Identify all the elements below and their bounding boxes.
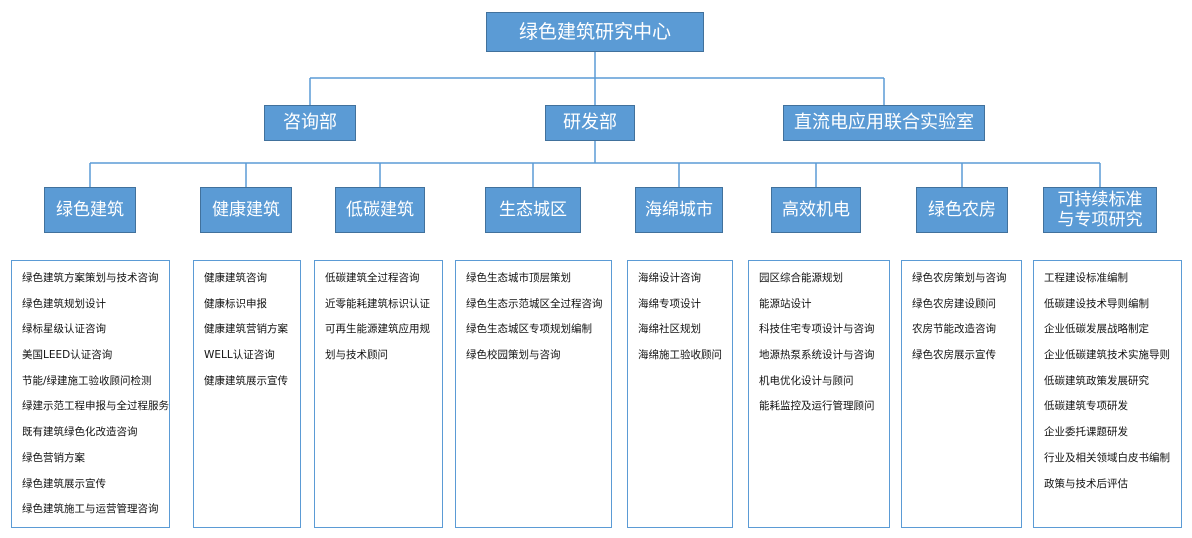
list-item: 绿色生态示范城区全过程咨询 — [466, 297, 603, 310]
list-item: 科技住宅专项设计与咨询 — [759, 323, 875, 336]
area-efficient-mep: 高效机电 — [771, 187, 861, 233]
list-item: 能耗监控及运行管理顾问 — [759, 400, 875, 413]
list-item: 绿色建筑方案策划与技术咨询 — [22, 272, 159, 284]
list-box-sponge-city: 海绵设计咨询 海绵专项设计 海绵社区规划 海绵施工验收顾问 — [627, 260, 733, 528]
area-sponge-city: 海绵城市 — [635, 187, 723, 233]
service-list: 绿色农房策划与咨询 绿色农房建设顾问 农房节能改造咨询 绿色农房展示宣传 — [902, 266, 1021, 369]
list-item: 园区综合能源规划 — [759, 272, 843, 284]
service-list: 园区综合能源规划 能源站设计 科技住宅专项设计与咨询 地源热泵系统设计与咨询 机… — [749, 266, 889, 420]
service-list: 低碳建筑全过程咨询 近零能耗建筑标识认证 可再生能源建筑应用规 划与技术顾问 — [315, 266, 442, 369]
dept-rnd: 研发部 — [545, 105, 635, 141]
list-item: 低碳建筑专项研发 — [1044, 400, 1128, 413]
list-item: 低碳建筑全过程咨询 — [325, 272, 420, 284]
list-item: 绿色农房策划与咨询 — [912, 272, 1007, 284]
area-healthy-building: 健康建筑 — [200, 187, 292, 233]
list-item: 既有建筑绿色化改造咨询 — [22, 426, 138, 439]
list-item: 绿色生态城区专项规划编制 — [466, 323, 592, 336]
list-item: 划与技术顾问 — [325, 349, 388, 362]
dept-dc-lab: 直流电应用联合实验室 — [783, 105, 985, 141]
list-item: 近零能耗建筑标识认证 — [325, 297, 430, 310]
list-item: 低碳建设技术导则编制 — [1044, 297, 1149, 310]
list-item: 健康建筑展示宣传 — [204, 374, 288, 387]
list-item: 健康标识申报 — [204, 297, 267, 310]
list-item: 企业委托课题研发 — [1044, 426, 1128, 439]
list-item: 绿色农房展示宣传 — [912, 349, 996, 362]
list-item: 绿色营销方案 — [22, 451, 85, 464]
list-item: 绿标星级认证咨询 — [22, 323, 106, 336]
list-item: 海绵社区规划 — [638, 323, 701, 336]
service-list: 绿色建筑方案策划与技术咨询 绿色建筑规划设计 绿标星级认证咨询 美国LEED认证… — [12, 266, 169, 523]
area-green-building: 绿色建筑 — [44, 187, 136, 233]
list-box-healthy-building: 健康建筑咨询 健康标识申报 健康建筑营销方案 WELL认证咨询 健康建筑展示宣传 — [193, 260, 301, 528]
list-item: 绿建示范工程申报与全过程服务 — [22, 400, 169, 413]
list-box-low-carbon-building: 低碳建筑全过程咨询 近零能耗建筑标识认证 可再生能源建筑应用规 划与技术顾问 — [314, 260, 443, 528]
list-item: 能源站设计 — [759, 297, 812, 310]
list-item: 企业低碳建筑技术实施导则 — [1044, 349, 1170, 362]
list-item: 海绵施工验收顾问 — [638, 349, 722, 362]
list-item: 行业及相关领域白皮书编制 — [1044, 451, 1170, 464]
list-item: 绿色农房建设顾问 — [912, 297, 996, 310]
list-item: 绿色生态城市顶层策划 — [466, 272, 571, 284]
org-root: 绿色建筑研究中心 — [486, 12, 704, 52]
list-item: 可再生能源建筑应用规 — [325, 323, 430, 336]
list-box-efficient-mep: 园区综合能源规划 能源站设计 科技住宅专项设计与咨询 地源热泵系统设计与咨询 机… — [748, 260, 890, 528]
list-item: 绿色建筑规划设计 — [22, 297, 106, 310]
area-green-rural-housing: 绿色农房 — [916, 187, 1008, 233]
dept-consulting: 咨询部 — [264, 105, 356, 141]
area-eco-district: 生态城区 — [485, 187, 581, 233]
list-item: 海绵专项设计 — [638, 297, 701, 310]
list-item: 绿色建筑施工与运营管理咨询 — [22, 503, 159, 516]
list-item: 机电优化设计与顾问 — [759, 374, 854, 387]
list-item: 企业低碳发展战略制定 — [1044, 323, 1149, 336]
list-item: 农房节能改造咨询 — [912, 323, 996, 336]
list-box-eco-district: 绿色生态城市顶层策划 绿色生态示范城区全过程咨询 绿色生态城区专项规划编制 绿色… — [455, 260, 612, 528]
list-item: WELL认证咨询 — [204, 349, 275, 362]
list-item: 绿色校园策划与咨询 — [466, 349, 561, 362]
list-box-sustainability-research: 工程建设标准编制 低碳建设技术导则编制 企业低碳发展战略制定 企业低碳建筑技术实… — [1033, 260, 1182, 528]
service-list: 工程建设标准编制 低碳建设技术导则编制 企业低碳发展战略制定 企业低碳建筑技术实… — [1034, 266, 1181, 497]
list-item: 工程建设标准编制 — [1044, 272, 1128, 284]
area-low-carbon-building: 低碳建筑 — [335, 187, 425, 233]
list-box-green-rural-housing: 绿色农房策划与咨询 绿色农房建设顾问 农房节能改造咨询 绿色农房展示宣传 — [901, 260, 1022, 528]
area-sustainability-research: 可持续标准与专项研究 — [1043, 187, 1157, 233]
list-item: 健康建筑营销方案 — [204, 323, 288, 336]
service-list: 绿色生态城市顶层策划 绿色生态示范城区全过程咨询 绿色生态城区专项规划编制 绿色… — [456, 266, 611, 369]
list-item: 节能/绿建施工验收顾问检测 — [22, 374, 152, 387]
service-list: 海绵设计咨询 海绵专项设计 海绵社区规划 海绵施工验收顾问 — [628, 266, 732, 369]
list-item: 地源热泵系统设计与咨询 — [759, 349, 875, 362]
service-list: 健康建筑咨询 健康标识申报 健康建筑营销方案 WELL认证咨询 健康建筑展示宣传 — [194, 266, 300, 394]
list-item: 海绵设计咨询 — [638, 272, 701, 284]
list-item: 绿色建筑展示宣传 — [22, 477, 106, 490]
list-item: 低碳建筑政策发展研究 — [1044, 374, 1149, 387]
list-item: 美国LEED认证咨询 — [22, 349, 113, 362]
list-item: 健康建筑咨询 — [204, 272, 267, 284]
list-item: 政策与技术后评估 — [1044, 477, 1128, 490]
list-box-green-building: 绿色建筑方案策划与技术咨询 绿色建筑规划设计 绿标星级认证咨询 美国LEED认证… — [11, 260, 170, 528]
